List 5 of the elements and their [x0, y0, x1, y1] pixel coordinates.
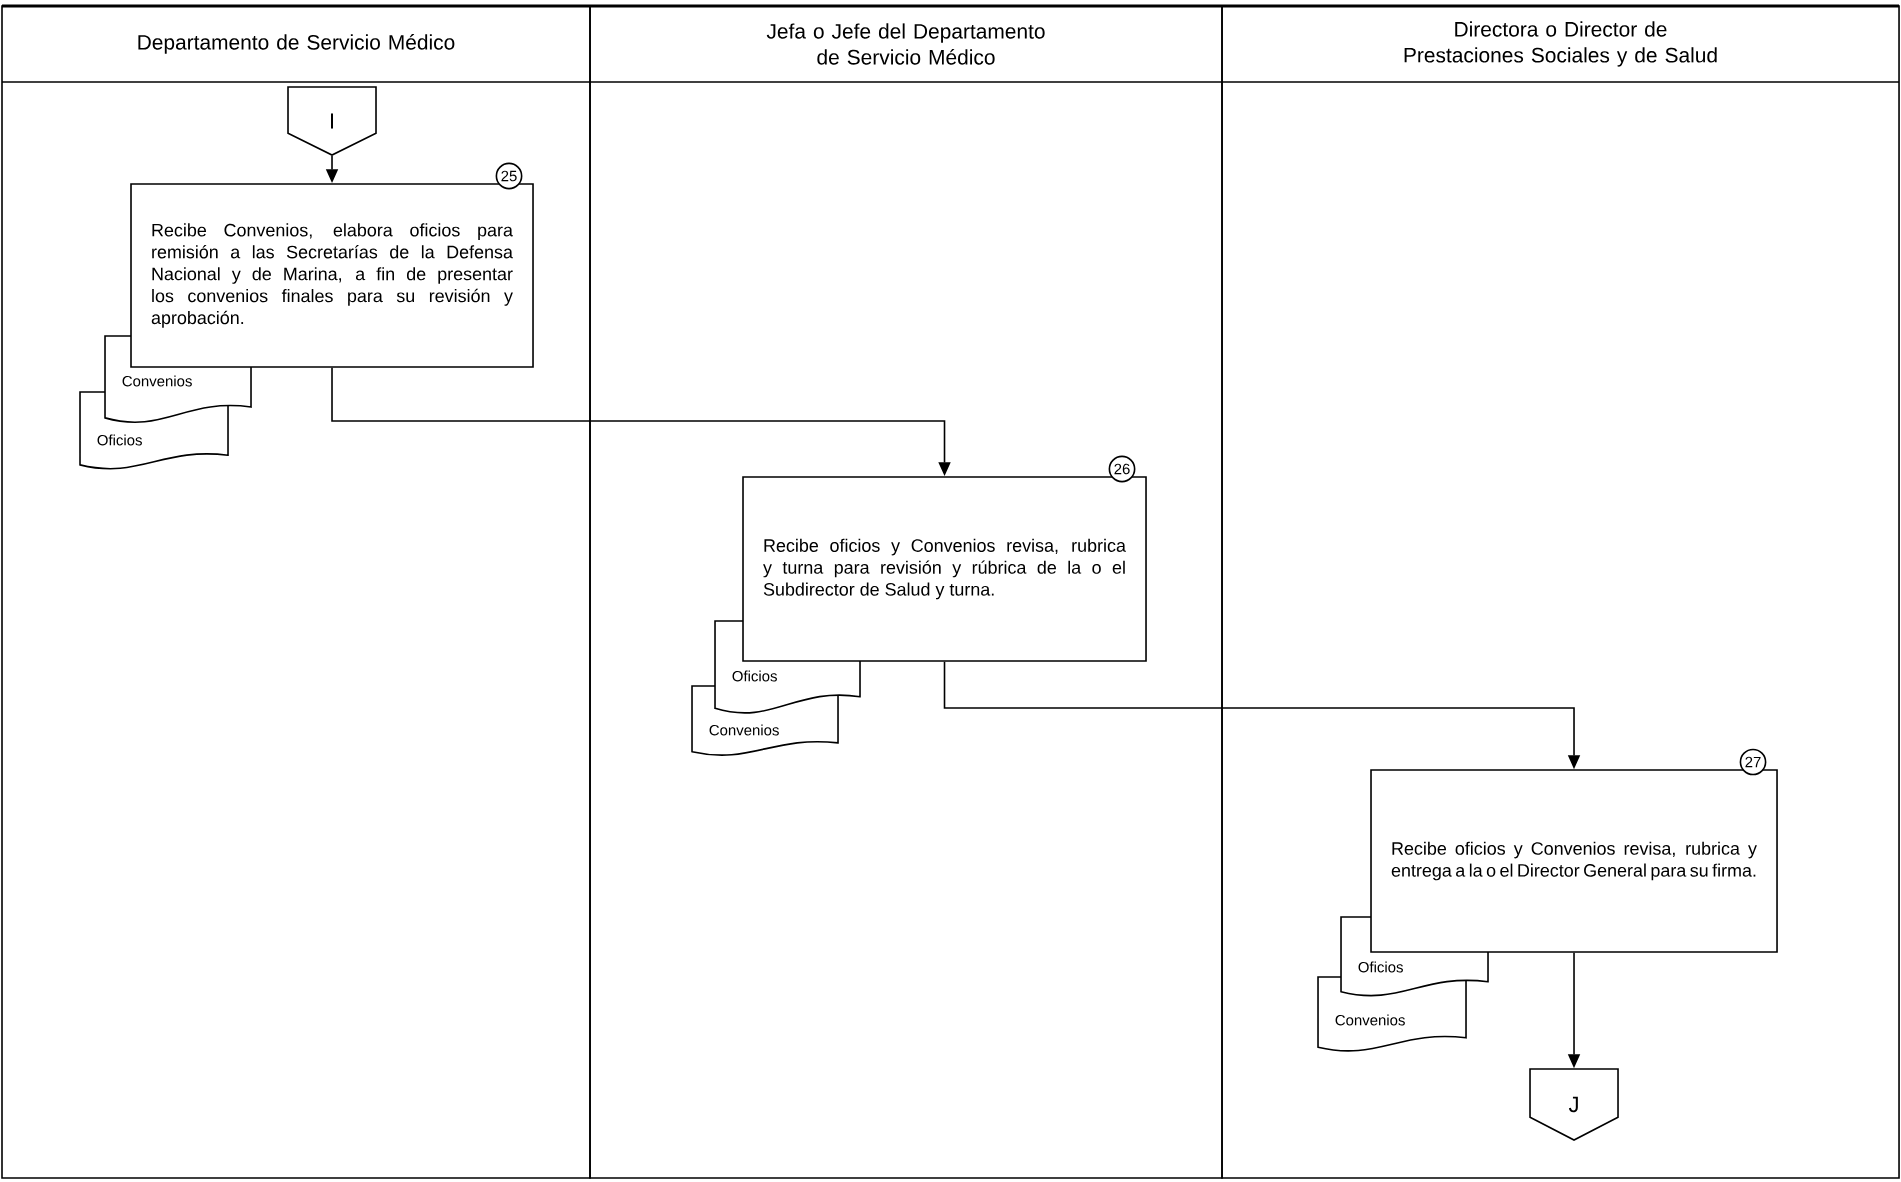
step-number: 26 [1108, 455, 1136, 483]
step-number: 25 [495, 162, 523, 190]
off-page-connector: I [287, 86, 377, 156]
off-page-connector: J [1529, 1068, 1619, 1141]
step-number: 27 [1739, 748, 1767, 776]
